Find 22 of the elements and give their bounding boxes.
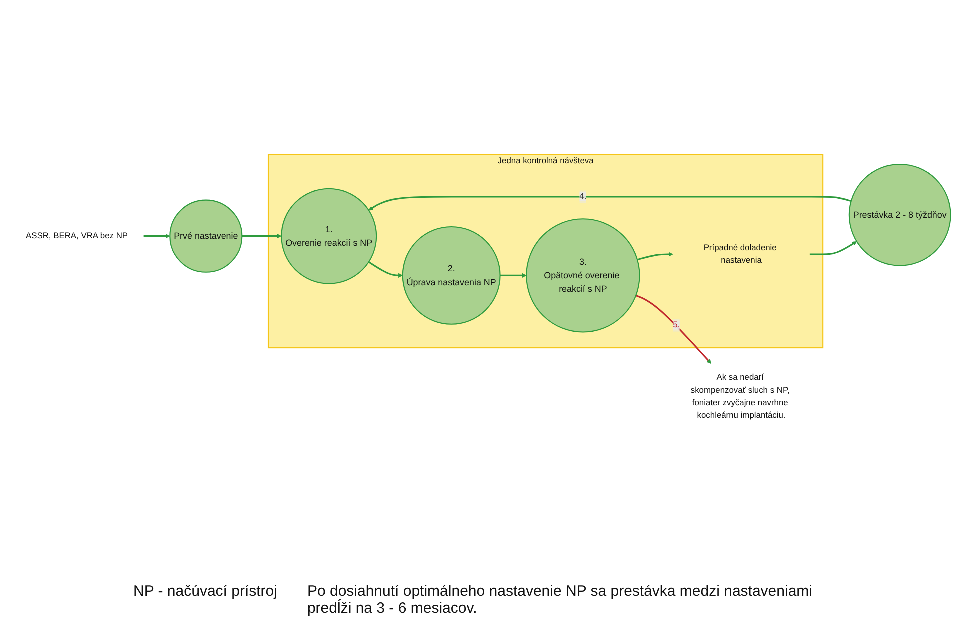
arrow	[637, 252, 674, 261]
node-circle	[281, 188, 378, 284]
note-text: Po dosiahnutí optimálneho nastavenie NP sa prestávka medzi nastaveniami predĺži na 3 - 6 mesiacov.	[307, 583, 814, 617]
node-text: Ak sa nedarí skompenzovať sluch s NP, foniater zvyčajne navrhne kochleárnu implantáciu.	[690, 373, 790, 420]
edge-label: 5.	[673, 320, 680, 330]
flowchart-diagram: Jedna kontrolná návšteva 4. 5. ASSR, BERA, VRA bez NP Prvé nastavenie 1. Overenie reakcií s NP 2. Úprava nastavenia NP 3. Opätovné overenie reakcií s NP Prípadné doladenie nastavenia Prestávka 2 - 8 týždňov Ak sa nedarí skompenzovať sluch s NP, foniater zvyčajne navrhne kochleárnu implantáciu.	[6, 6, 955, 579]
note-text: NP - načúvací prístroj	[134, 583, 278, 602]
arrow	[636, 295, 712, 364]
arrow	[368, 196, 852, 211]
node-text: Prípadné doladenie nastavenia	[704, 243, 777, 266]
arrow	[368, 262, 404, 278]
arrow	[144, 234, 170, 239]
node-circle	[402, 226, 501, 325]
node-circle	[526, 218, 640, 333]
node-circle	[848, 164, 952, 266]
node-text: ASSR, BERA, VRA bez NP	[26, 232, 128, 241]
edge-label: 4.	[580, 192, 587, 202]
node-circle	[170, 200, 243, 273]
arrow	[810, 242, 858, 256]
arrow	[242, 234, 282, 239]
cluster	[268, 154, 824, 349]
arrow	[500, 273, 527, 278]
